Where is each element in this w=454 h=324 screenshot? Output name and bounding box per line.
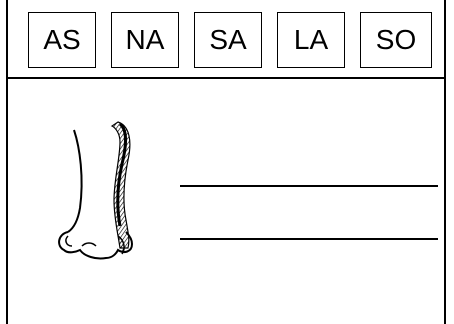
- syllable-card-so[interactable]: SO: [360, 12, 432, 68]
- section-divider: [8, 77, 444, 79]
- worksheet-frame: [6, 0, 446, 324]
- answer-line-2[interactable]: [180, 238, 438, 240]
- syllable-card-la[interactable]: LA: [277, 12, 345, 68]
- nose-illustration: [46, 108, 152, 278]
- syllable-card-as[interactable]: AS: [28, 12, 96, 68]
- answer-line-1[interactable]: [180, 185, 438, 187]
- nose-icon: [58, 121, 134, 260]
- syllable-card-sa[interactable]: SA: [194, 12, 262, 68]
- syllable-card-na[interactable]: NA: [111, 12, 179, 68]
- syllable-options: AS NA SA LA SO: [28, 12, 438, 68]
